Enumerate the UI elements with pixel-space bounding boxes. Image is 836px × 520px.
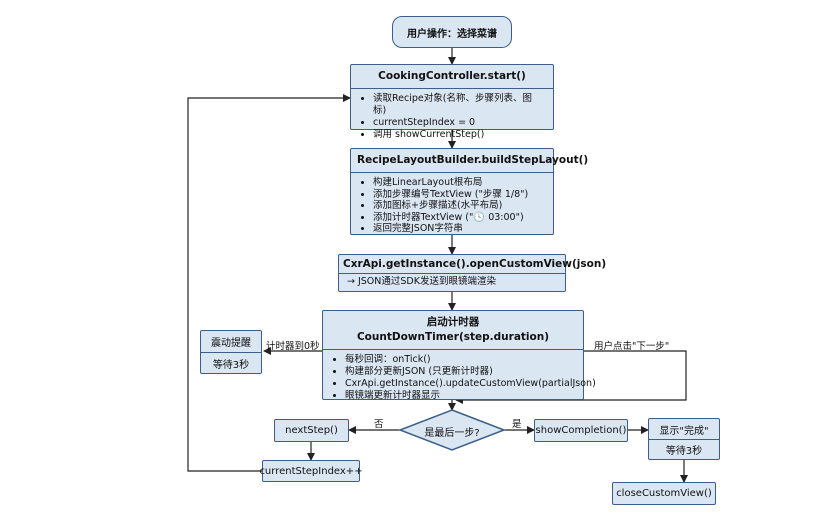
cxr-api-note: → JSON通过SDK发送到眼镜端渲染	[347, 276, 496, 287]
increment-box: currentStepIndex++	[259, 460, 363, 482]
timer-item: 眼镜端更新计时器显示	[345, 390, 575, 402]
decision-label: 是最后一步?	[424, 428, 480, 439]
builder-item: 返回完整JSON字符串	[373, 223, 545, 235]
timer-box: 启动计时器 CountDownTimer(step.duration) 每秒回调…	[322, 310, 596, 402]
start-node: 用户操作：选择菜谱	[392, 16, 512, 48]
decision-diamond	[397, 409, 507, 451]
controller-box: CookingController.start() 读取Recipe对象(名称、…	[350, 64, 554, 140]
completion-wait-label: 等待3秒	[665, 446, 703, 457]
close-view-box: closeCustomView()	[612, 482, 716, 505]
arrow-loop-back	[187, 94, 351, 472]
arrow-user-next	[455, 350, 687, 404]
start-node-label: 用户操作：选择菜谱	[407, 28, 497, 40]
close-view-label: closeCustomView()	[616, 488, 712, 499]
timer-item: 每秒回调：onTick()	[345, 354, 575, 366]
layout-builder-box: RecipeLayoutBuilder.buildStepLayout() 构建…	[350, 148, 588, 235]
completion-label: 显示"完成"	[649, 419, 719, 440]
builder-item: 添加计时器TextView ("🕓 03:00")	[373, 212, 545, 224]
timer-item: CxrApi.getInstance().updateCustomView(pa…	[345, 378, 596, 390]
show-completion-box: showCompletion()	[534, 419, 628, 442]
controller-item: 读取Recipe对象(名称、步骤列表、图标)	[373, 93, 545, 117]
timer-zero-label: 计时器到0秒	[266, 341, 320, 352]
vibrate-box: 震动提醒 等待3秒	[200, 330, 262, 374]
user-next-label: 用户点击"下一步"	[594, 341, 670, 352]
timer-title: 启动计时器 CountDownTimer(step.duration)	[323, 311, 583, 350]
show-completion-label: showCompletion()	[535, 425, 627, 436]
next-step-box: nextStep()	[274, 419, 349, 442]
builder-item: 添加步骤编号TextView ("步骤 1/8")	[373, 189, 545, 201]
completion-box: 显示"完成" 等待3秒	[648, 418, 720, 460]
cxr-api-box: CxrApi.getInstance().openCustomView(json…	[338, 254, 606, 292]
no-label: 否	[374, 419, 384, 430]
cxr-api-title: CxrApi.getInstance().openCustomView(json…	[339, 255, 606, 274]
builder-item: 添加图标+步骤描述(水平布局)	[373, 200, 545, 212]
controller-item: 调用 showCurrentStep()	[373, 129, 545, 141]
controller-title: CookingController.start()	[351, 65, 553, 89]
yes-label: 是	[512, 419, 522, 430]
next-step-label: nextStep()	[285, 425, 338, 436]
layout-builder-title: RecipeLayoutBuilder.buildStepLayout()	[351, 149, 588, 173]
timer-item: 构建部分更新JSON (只更新计时器)	[345, 366, 575, 378]
vibrate-label: 震动提醒	[201, 331, 261, 353]
vibrate-wait-label: 等待3秒	[212, 359, 250, 371]
builder-item: 构建LinearLayout根布局	[373, 177, 545, 189]
controller-item: currentStepIndex = 0	[373, 117, 545, 129]
increment-label: currentStepIndex++	[259, 465, 363, 477]
